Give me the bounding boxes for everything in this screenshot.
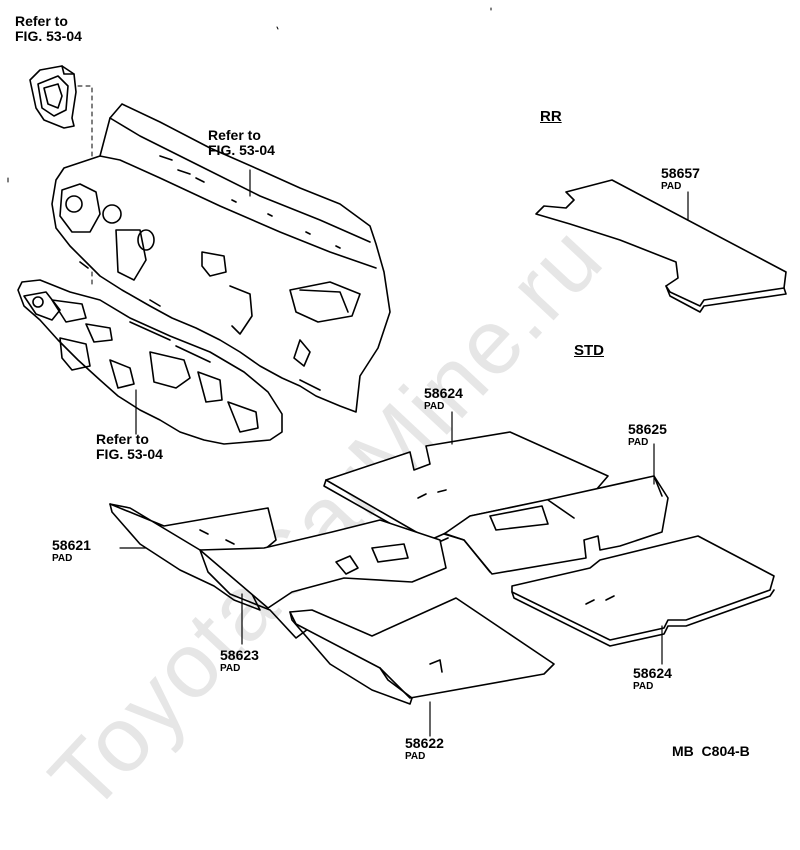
- pad-58623: [199, 519, 447, 639]
- part-callout-58622: 58622 PAD: [405, 735, 444, 763]
- part-name: PAD: [661, 181, 682, 192]
- pad-58624-lower: [511, 535, 775, 647]
- part-name: PAD: [628, 437, 649, 448]
- part-number: 58623: [220, 647, 259, 663]
- ref-label-top-left: Refer to FIG. 53-04: [15, 13, 82, 44]
- part-name: PAD: [633, 681, 654, 692]
- part-number: 58624: [633, 665, 672, 681]
- dash-insulator: [17, 279, 283, 445]
- section-rr: RR: [540, 108, 562, 125]
- bracket-part: [29, 65, 77, 129]
- ref-label-top-center: Refer to FIG. 53-04: [208, 127, 275, 158]
- ref-label-bottom-left: Refer to FIG. 53-04: [96, 431, 163, 462]
- part-name: PAD: [220, 663, 241, 674]
- specks: [7, 7, 492, 183]
- part-number: 58621: [52, 537, 91, 553]
- part-number: 58622: [405, 735, 444, 751]
- pad-58657: [535, 179, 787, 313]
- part-callout-58621: 58621 PAD: [52, 537, 91, 565]
- section-std: STD: [574, 342, 604, 359]
- part-callout-58625: 58625 PAD: [628, 421, 667, 449]
- part-name: PAD: [52, 553, 73, 564]
- part-callout-58623: 58623 PAD: [220, 647, 259, 675]
- pad-58622: [289, 597, 555, 705]
- part-name: PAD: [424, 401, 445, 412]
- dash-panel: [51, 103, 391, 413]
- illustration-code: MB C804-B: [672, 743, 750, 759]
- part-number: 58624: [424, 385, 463, 401]
- leader-lines: [119, 169, 689, 737]
- pad-58625: [443, 475, 669, 575]
- part-callout-58657: 58657 PAD: [661, 165, 700, 193]
- part-name: PAD: [405, 751, 426, 762]
- part-callout-58624-lower: 58624 PAD: [633, 665, 672, 693]
- part-number: 58657: [661, 165, 700, 181]
- part-number: 58625: [628, 421, 667, 437]
- part-callout-58624-upper: 58624 PAD: [424, 385, 463, 413]
